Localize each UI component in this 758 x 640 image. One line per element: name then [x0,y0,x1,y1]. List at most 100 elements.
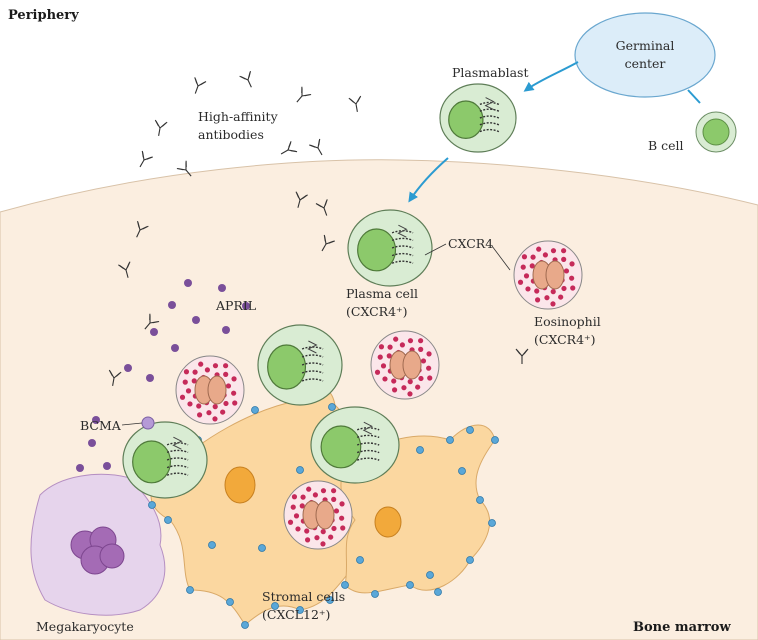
cxcl12-dot [466,556,474,564]
antibody [194,77,207,94]
eosinophil-nucleus [532,260,565,290]
cxcl12-dot [356,556,364,564]
antibodies [108,70,529,386]
bcma-receptor [141,416,155,430]
antibody [154,119,168,136]
eosinophil [175,355,245,425]
megakaryocyte [30,473,166,616]
april-dot [92,416,100,424]
plasma-cell-nucleus [132,440,172,484]
eosinophil-label-1: Eosinophil [534,314,601,329]
megakaryocyte-nucleus-lobe [99,543,125,569]
cxcr4-label: CXCR4 [448,236,493,251]
bcma-leader [121,422,143,426]
antibody [239,70,252,88]
april-label: APRIL [215,298,256,313]
cxcl12-dot [446,436,454,444]
arrow-plasmablast-to-marrow [408,157,449,203]
b-cell [695,111,737,153]
plasma-cell [257,324,343,406]
april-dots [76,279,250,472]
antibody [295,191,308,208]
cxcr4-leader-plasma [424,243,447,256]
bcma-label: BCMA [80,418,122,433]
antibodies-label-2: antibodies [198,127,264,142]
stromal-cells-label-2: (CXCL12⁺) [262,607,330,622]
cxcl12-dot [258,544,266,552]
antibody [136,220,149,238]
periphery-label: Periphery [8,8,79,23]
april-dot [218,284,226,292]
arrow-germinal-to-plasmablast [523,61,579,92]
eosinophil-nucleus [302,500,335,530]
cxcl12-dot [164,516,172,524]
antibody [296,86,312,103]
cxcl12-dot [434,588,442,596]
antibody [176,160,192,177]
cxcl12-dot [491,436,499,444]
stromal-nucleus [374,506,402,538]
antibody [321,234,335,252]
antibody [309,138,323,156]
cxcl12-dot [416,446,424,454]
cxcl12-dot [296,606,304,614]
bone-marrow-label: Bone marrow [633,620,731,635]
plasma-cell [310,406,400,484]
antibody [515,348,529,364]
cxcl12-dot [251,406,259,414]
megakaryocyte-label: Megakaryocyte [36,619,134,634]
antibodies-label-1: High-affinity [198,109,279,124]
cxcl12-dot [341,581,349,589]
april-dot [242,302,250,310]
cxcl12-dot [406,581,414,589]
germinal-center [574,12,716,98]
cxcl12-dot [326,596,334,604]
eosinophils [175,240,583,550]
plasma-cells [122,83,517,499]
cxcl12-dot [458,467,466,475]
cxcl12-dot [226,598,234,606]
stromal-nucleus [224,466,256,504]
antibody [315,199,328,216]
eosinophil-nucleus [194,375,227,405]
april-dot [124,364,132,372]
plasmablast-label: Plasmablast [452,65,528,80]
cxcl12-dot [476,496,484,504]
antibody [139,150,153,168]
plasma-cell-nucleus [357,228,397,272]
cxcl12-dot [466,426,474,434]
april-dot [222,326,230,334]
plasma-cell-label-2: (CXCR4⁺) [346,304,408,319]
plasma-cell-nucleus [448,100,484,140]
april-dot [171,344,179,352]
april-dot [184,279,192,287]
antibody [280,141,298,155]
cxcl12-dot [371,590,379,598]
stromal-cells-label-1: Stromal cells [262,589,345,604]
cxcl12-dot [488,519,496,527]
eosinophil [370,330,440,400]
april-dot [146,374,154,382]
antibody [348,95,362,112]
cxcl12-dot [208,541,216,549]
plasma-cell [347,209,433,287]
antibody [118,261,131,278]
cxcr4-leader-eosinophil [491,245,511,271]
plasma-cell-label-1: Plasma cell [346,286,418,301]
b-cell-label: B cell [648,138,684,153]
cxcl12-dot [241,621,249,629]
cxcl12-dot [426,571,434,579]
april-dot [192,316,200,324]
germinal-center-label-2: center [625,56,666,71]
april-dot [150,328,158,336]
cxcl12-dot [271,602,279,610]
antibody [108,369,122,386]
cxcl12-dot [296,466,304,474]
plasma-cell-nucleus [320,425,362,469]
germinal-center-label-1: Germinal [616,38,675,53]
plasmablast [439,83,517,153]
cxcl12-dot [328,403,336,411]
eosinophil-nucleus [389,350,422,380]
